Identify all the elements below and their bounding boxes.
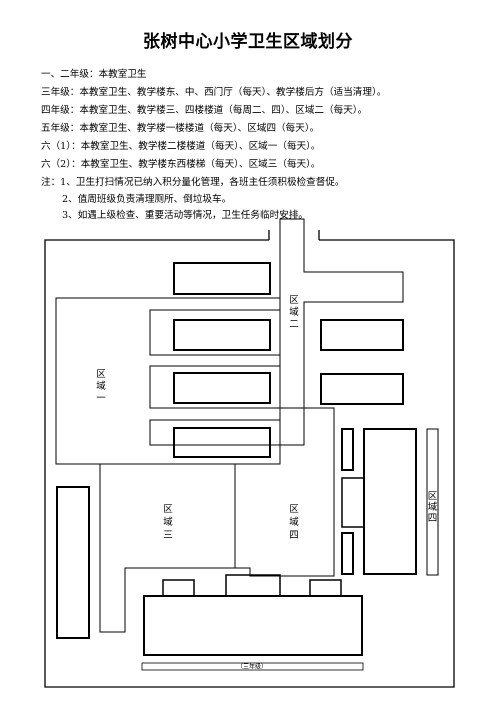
east-block-low (341, 532, 354, 575)
bump-2 (225, 574, 281, 597)
duty-line-grade-5: 五年级：本教室卫生、教学楼一楼楼道（每天）、区域四（每天）。 (41, 123, 320, 134)
duty-line-grade-4: 四年级：本教室卫生、教学楼三、四楼楼道（每周二、四）、区域二（每天）。 (41, 105, 368, 116)
zone-four-east-label-2: 域 (428, 501, 438, 513)
zone-one-label-2: 域 (96, 380, 106, 392)
zone-four-label-1: 区 (289, 504, 299, 515)
duty-line-grade-6-2: 六（2）：本教室卫生、教学楼东西楼梯（每天）、区域三（每天）。 (41, 159, 321, 170)
zone-four-label-2: 域 (289, 516, 299, 528)
west-building (56, 486, 90, 639)
zone-four-area (234, 407, 335, 577)
zone-three-label-1: 区 (163, 504, 173, 515)
east-strip (426, 428, 439, 576)
duty-line-grade-1-2: 一、二年级：本教室卫生 (41, 69, 147, 80)
building-west-1 (173, 262, 271, 295)
zone-one-label-3: 一 (96, 393, 106, 404)
duty-list: 一、二年级：本教室卫生 三年级：本教室卫生、教学楼东、中、西门厅（每天）、教学楼… (41, 66, 386, 224)
duty-line-grade-6-1: 六（1）：本教室卫生、教学楼二楼楼道（每天）、区域一（每天）。 (41, 141, 321, 152)
bump-1 (162, 579, 195, 597)
note-line-3: 3、如遇上级检查、重要活动等情况，卫生任务临时安排。 (62, 210, 308, 221)
zone-labels: 区 域 一 区 域 二 区 域 三 区 域 四 区 域 四 （三年级） (96, 295, 438, 671)
page-title: 张树中心小学卫生区域划分 (143, 32, 353, 52)
zone-one-label-1: 区 (96, 369, 106, 380)
zone-two-path (55, 218, 404, 633)
building-west-2 (173, 319, 271, 351)
zone-three-label-2: 域 (163, 516, 173, 528)
campus-boundary (44, 230, 455, 688)
main-building (143, 595, 363, 656)
note-line-1: 注：1、卫生打扫情况已纳入积分量化管理，各班主任须积极检查督促。 (41, 177, 345, 188)
east-block-top (341, 428, 354, 471)
note-line-2: 2、值周班级负责清理厕所、倒垃圾车。 (62, 194, 232, 205)
zone-four-east-label-3: 四 (428, 513, 438, 524)
building-west-4 (173, 427, 271, 458)
bottom-strip (141, 662, 364, 671)
east-block-mid (341, 477, 365, 528)
east-building (363, 428, 417, 575)
duty-line-grade-3: 三年级：本教室卫生、教学楼东、中、西门厅（每天）、教学楼后方（适当清理）。 (41, 87, 387, 98)
bump-3 (309, 579, 342, 597)
zone-four-label-3: 四 (289, 530, 299, 541)
building-east-1 (320, 319, 404, 351)
building-west-3 (173, 372, 271, 404)
zone-two-label-2: 域 (289, 306, 299, 318)
zone-two-label-1: 区 (289, 295, 299, 306)
bottom-strip-label: （三年级） (237, 663, 267, 671)
zone-two-label-3: 二 (289, 319, 299, 330)
zone-four-east-label-1: 区 (428, 491, 438, 502)
zone-three-label-3: 三 (163, 530, 173, 541)
zone-three-area (99, 463, 236, 633)
building-east-2 (320, 373, 404, 405)
